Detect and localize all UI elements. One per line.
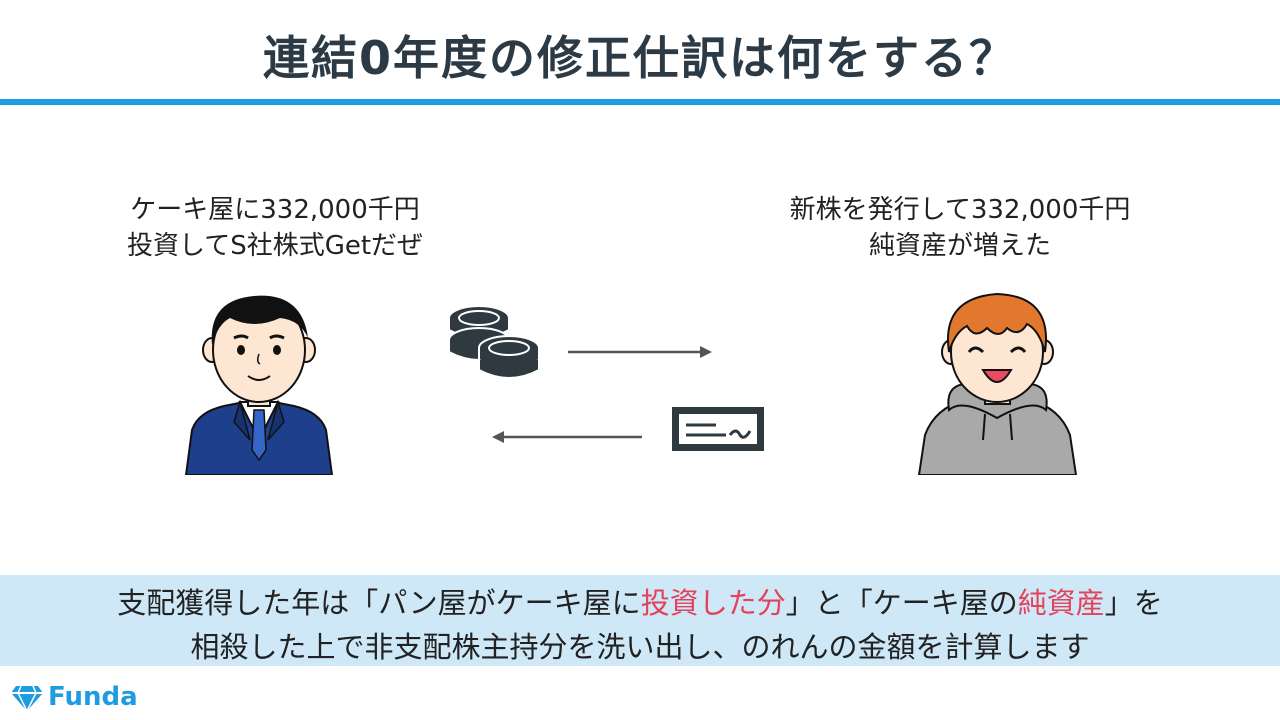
brand-name: Funda [48, 682, 138, 712]
stock-certificate-icon [672, 407, 764, 451]
summary-band [0, 575, 1280, 666]
summary-line-1: 支配獲得した年は「パン屋がケーキ屋に投資した分」と「ケーキ屋の純資産」を [0, 580, 1280, 622]
subsidiary-speech-line-1: 新株を発行して332,000千円 [789, 195, 1131, 225]
hoodie-person-illustration [917, 292, 1078, 475]
summary-line-2: 相殺した上で非支配株主持分を洗い出し、のれんの金額を計算します [190, 630, 1090, 664]
investor-speech: ケーキ屋に332,000千円 投資してS社株式Getだぜ [90, 192, 460, 264]
summary-text: 」を [1104, 586, 1163, 620]
businessman-illustration [184, 295, 334, 475]
highlight-net-assets: 純資産 [1017, 586, 1105, 620]
arrow-right-icon [568, 346, 712, 358]
summary-text: 支配獲得した年は「パン屋がケーキ屋に [117, 586, 641, 620]
funda-diamond-icon [11, 685, 43, 713]
page-title: 連結0年度の修正仕訳は何をする？ [262, 31, 1017, 85]
subsidiary-speech: 新株を発行して332,000千円 純資産が増えた [760, 192, 1160, 264]
highlight-investment: 投資した分 [640, 586, 786, 620]
title-underline [0, 99, 1280, 105]
coins-icon [448, 305, 540, 379]
arrow-left-icon [492, 431, 642, 443]
subsidiary-speech-line-2: 純資産が増えた [868, 231, 1051, 261]
investor-speech-line-1: ケーキ屋に332,000千円 [130, 195, 420, 225]
summary-text: 」と「ケーキ屋の [785, 586, 1018, 620]
investor-speech-line-2: 投資してS社株式Getだぜ [126, 231, 424, 261]
